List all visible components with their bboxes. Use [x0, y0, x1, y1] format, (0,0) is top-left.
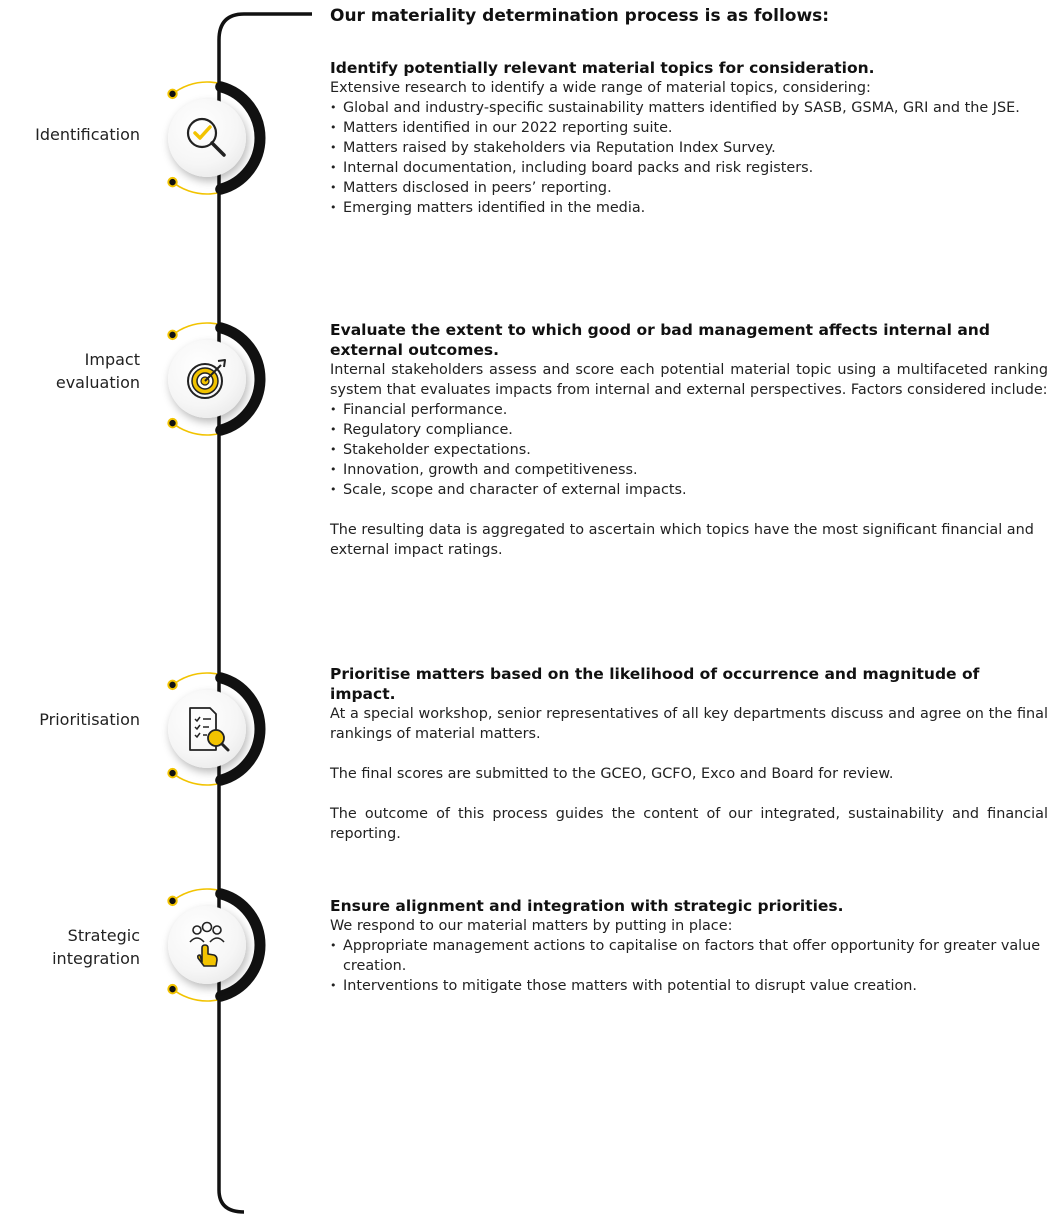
- list-item: Appropriate management actions to capita…: [330, 936, 1048, 976]
- black-swoosh-strategic-integration: [215, 888, 266, 1002]
- section-intro: We respond to our material matters by pu…: [330, 918, 733, 934]
- list-item: Matters disclosed in peers’ reporting.: [330, 178, 1048, 198]
- section-bullets: Financial performance. Regulatory compli…: [330, 400, 1048, 500]
- section-strategic-integration: Ensure alignment and integration with st…: [330, 896, 1048, 996]
- gold-dot-impact-evaluation-top: [167, 329, 178, 341]
- list-item: Regulatory compliance.: [330, 420, 1048, 440]
- black-swoosh-prioritisation: [215, 672, 266, 786]
- team-hand-click-icon: [189, 921, 225, 967]
- list-item: Financial performance.: [330, 400, 1048, 420]
- section-identification: Identify potentially relevant material t…: [330, 58, 1048, 218]
- timeline-spine: [217, 12, 312, 1214]
- section-paragraph: The outcome of this process guides the c…: [330, 806, 1048, 842]
- section-prioritisation: Prioritise matters based on the likeliho…: [330, 664, 1048, 844]
- gold-dot-prioritisation-bottom: [167, 767, 178, 779]
- list-item: Matters identified in our 2022 reporting…: [330, 118, 1048, 138]
- gold-dot-identification-top: [167, 88, 178, 100]
- list-item: Stakeholder expectations.: [330, 440, 1048, 460]
- section-title: Identify potentially relevant material t…: [330, 59, 875, 77]
- stage-label-strategic-integration: Strategic integration: [52, 926, 140, 968]
- section-bullets: Appropriate management actions to capita…: [330, 936, 1048, 996]
- black-swoosh-impact-evaluation: [215, 322, 266, 436]
- section-intro: Internal stakeholders assess and score e…: [330, 362, 1048, 398]
- impact-evaluation-node: [168, 340, 246, 418]
- black-swoosh-identification: [215, 81, 266, 195]
- section-title: Evaluate the extent to which good or bad…: [330, 321, 990, 359]
- section-outro: The resulting data is aggregated to asce…: [330, 522, 1034, 558]
- prioritisation-node: [168, 690, 246, 768]
- stage-label-identification: Identification: [35, 125, 140, 144]
- list-item: Emerging matters identified in the media…: [330, 198, 1048, 218]
- timeline-line: [217, 12, 312, 1214]
- section-title: Prioritise matters based on the likeliho…: [330, 665, 980, 703]
- list-item: Internal documentation, including board …: [330, 158, 1048, 178]
- gold-dot-identification-bottom: [167, 176, 178, 188]
- gold-dot-strategic-integration-top: [167, 895, 178, 907]
- list-item: Scale, scope and character of external i…: [330, 480, 1048, 500]
- section-bullets: Global and industry-specific sustainabil…: [330, 98, 1048, 218]
- section-impact-evaluation: Evaluate the extent to which good or bad…: [330, 320, 1048, 560]
- section-paragraph: The final scores are submitted to the GC…: [330, 766, 894, 782]
- section-title: Ensure alignment and integration with st…: [330, 897, 844, 915]
- list-item: Global and industry-specific sustainabil…: [330, 98, 1048, 118]
- stage-label-prioritisation: Prioritisation: [39, 710, 140, 729]
- page-heading: Our materiality determination process is…: [330, 6, 830, 26]
- list-item: Innovation, growth and competitiveness.: [330, 460, 1048, 480]
- gold-dot-impact-evaluation-bottom: [167, 417, 178, 429]
- checklist-search-icon: [189, 707, 230, 752]
- magnifier-check-icon: [186, 117, 226, 157]
- list-item: Matters raised by stakeholders via Reput…: [330, 138, 1048, 158]
- gold-dot-strategic-integration-bottom: [167, 983, 178, 995]
- section-paragraph: At a special workshop, senior representa…: [330, 706, 1048, 742]
- gold-dot-prioritisation-top: [167, 679, 178, 691]
- target-arrow-icon: [187, 359, 226, 399]
- strategic-integration-node: [168, 906, 246, 984]
- section-intro: Extensive research to identify a wide ra…: [330, 80, 871, 96]
- identification-node: [168, 99, 246, 177]
- list-item: Interventions to mitigate those matters …: [330, 976, 1048, 996]
- stage-label-impact-evaluation: Impact evaluation: [55, 350, 140, 392]
